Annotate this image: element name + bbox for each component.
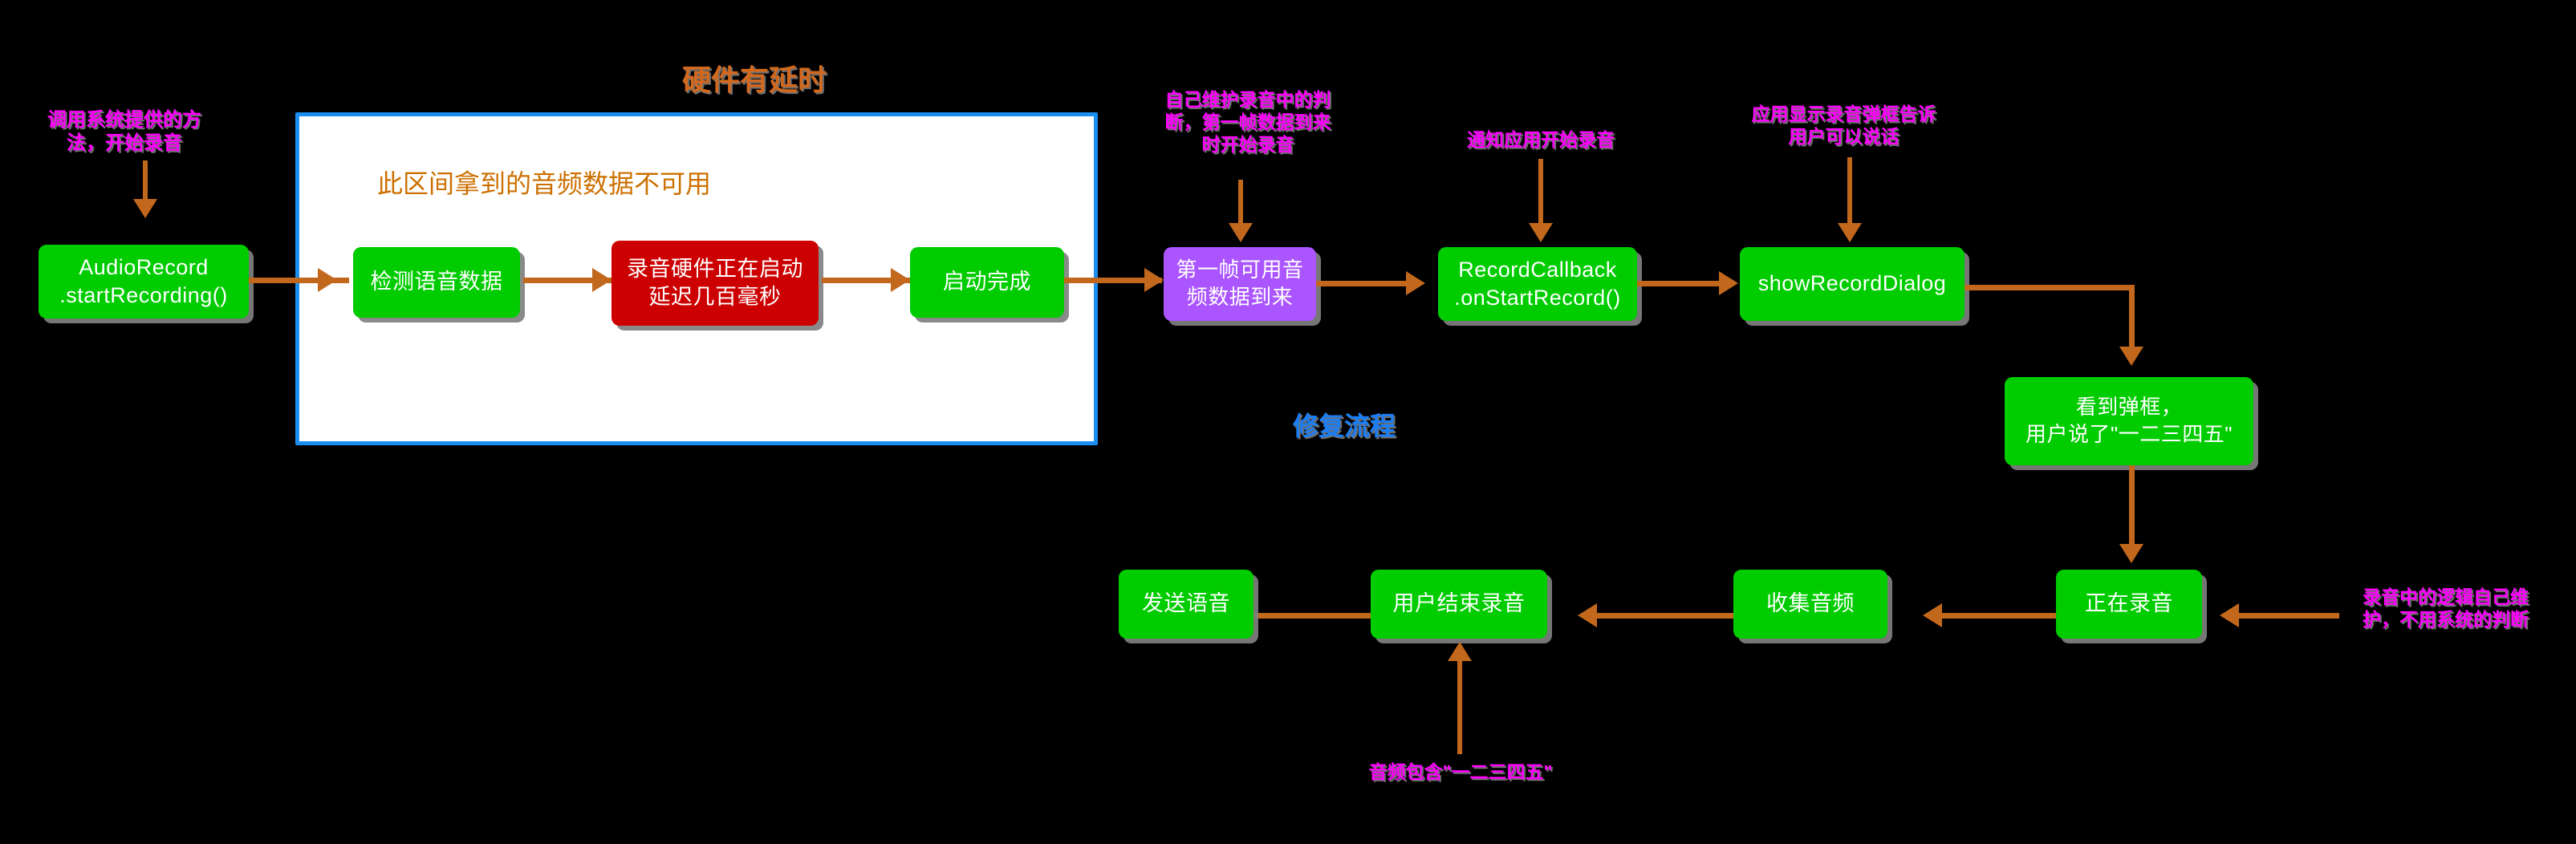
node-saw-dialog[interactable]: 看到弹框， 用户说了"一二三四五" bbox=[2005, 377, 2253, 465]
connector-dialog-elbow-vertical bbox=[2129, 285, 2135, 352]
node-start-done[interactable]: 启动完成 bbox=[910, 247, 1064, 318]
node-hardware-starting[interactable]: 录音硬件正在启动 延迟几百毫秒 bbox=[611, 241, 819, 326]
connector-note-to-recording bbox=[2239, 613, 2339, 619]
connector-note-to-dialog bbox=[1847, 157, 1852, 226]
arrowhead-collect-to-userend bbox=[1578, 603, 1597, 627]
connector-note-to-callback bbox=[1538, 159, 1543, 226]
arrowhead-note-to-callback bbox=[1529, 223, 1553, 242]
annotation-app-show-dialog: 应用显示录音弹框告诉 用户可以说话 bbox=[1751, 103, 1936, 148]
arrowhead-callback-to-dialog bbox=[1719, 271, 1738, 295]
node-hardware-starting-label: 录音硬件正在启动 延迟几百毫秒 bbox=[627, 256, 803, 309]
node-start-done-label: 启动完成 bbox=[943, 270, 1031, 294]
annotation-notify-app-start: 通知应用开始录音 bbox=[1467, 129, 1615, 150]
connector-note-to-audiorecord bbox=[143, 160, 148, 202]
node-user-end-record-label: 用户结束录音 bbox=[1392, 591, 1526, 616]
title-hardware-delay: 硬件有延时 bbox=[681, 63, 827, 96]
connector-dialog-elbow-horizontal bbox=[1965, 285, 2135, 290]
annotation-audio-contains: 音频包含"一二三四五" bbox=[1368, 761, 1553, 782]
node-saw-dialog-label: 看到弹框， 用户说了"一二三四五" bbox=[2025, 395, 2233, 446]
node-first-frame-arrived[interactable]: 第一帧可用音 频数据到来 bbox=[1164, 247, 1316, 321]
annotation-call-system-start: 调用系统提供的方 法，开始录音 bbox=[47, 109, 201, 155]
node-record-callback[interactable]: RecordCallback .onStartRecord() bbox=[1438, 247, 1637, 321]
arrowhead-note-to-recording bbox=[2220, 603, 2239, 627]
node-audio-record-label: AudioRecord .startRecording() bbox=[59, 254, 228, 307]
arrowhead-note-to-dialog bbox=[1838, 223, 1862, 242]
connector-hwstart-to-done bbox=[822, 278, 910, 283]
node-record-callback-label: RecordCallback .onStartRecord() bbox=[1454, 257, 1621, 310]
connector-done-to-firstframe bbox=[1064, 278, 1162, 283]
arrowhead-detect-to-hwstart bbox=[592, 268, 611, 292]
region-caption: 此区间拿到的音频数据不可用 bbox=[377, 169, 712, 198]
connector-firstframe-to-callback bbox=[1316, 281, 1419, 286]
arrowhead-sawdialog-to-recording bbox=[2119, 544, 2143, 563]
node-user-end-record[interactable]: 用户结束录音 bbox=[1371, 570, 1547, 639]
arrowhead-firstframe-to-callback bbox=[1406, 271, 1425, 295]
arrowhead-done-to-firstframe bbox=[1144, 268, 1164, 292]
title-fix-flow: 修复流程 bbox=[1292, 412, 1396, 440]
arrowhead-note-to-firstframe bbox=[1229, 223, 1253, 242]
node-detect-voice-label: 检测语音数据 bbox=[370, 270, 503, 294]
node-collect-audio[interactable]: 收集音频 bbox=[1733, 570, 1887, 639]
arrowhead-hwstart-to-done bbox=[891, 268, 910, 292]
arrowhead-audiorecord-to-detect bbox=[318, 268, 337, 292]
arrowhead-dialog-to-sawdialog bbox=[2119, 347, 2143, 366]
node-send-voice-label: 发送语音 bbox=[1142, 591, 1230, 616]
connector-callback-to-dialog bbox=[1637, 281, 1733, 286]
connector-audiorecord-to-detect bbox=[249, 278, 349, 283]
arrowhead-audiocontains-to-userend bbox=[1448, 642, 1472, 661]
node-detect-voice[interactable]: 检测语音数据 bbox=[353, 247, 520, 318]
node-show-record-dialog[interactable]: showRecordDialog bbox=[1740, 247, 1965, 321]
node-audio-record[interactable]: AudioRecord .startRecording() bbox=[39, 245, 249, 319]
node-collect-audio-label: 收集音频 bbox=[1766, 591, 1855, 616]
node-recording-label: 正在录音 bbox=[2085, 591, 2173, 616]
connector-note-to-firstframe bbox=[1238, 180, 1243, 226]
annotation-self-maintain-first-frame: 自己维护录音中的判 断，第一帧数据到来 时开始录音 bbox=[1164, 89, 1331, 156]
node-show-record-dialog-label: showRecordDialog bbox=[1757, 271, 1947, 296]
connector-userend-to-send bbox=[1244, 613, 1371, 619]
node-first-frame-arrived-label: 第一帧可用音 频数据到来 bbox=[1176, 258, 1304, 309]
connector-collect-to-userend bbox=[1597, 613, 1733, 619]
arrowhead-note-to-audiorecord bbox=[133, 199, 157, 218]
node-send-voice[interactable]: 发送语音 bbox=[1119, 570, 1253, 639]
connector-detect-to-hwstart bbox=[523, 278, 611, 283]
connector-sawdialog-to-recording bbox=[2129, 465, 2135, 554]
arrowhead-recording-to-collect bbox=[1923, 603, 1942, 627]
node-recording[interactable]: 正在录音 bbox=[2056, 570, 2202, 639]
annotation-logic-self-maintained: 录音中的逻辑自己维 护，不用系统的判断 bbox=[2363, 586, 2529, 631]
connector-audiocontains-to-userend bbox=[1457, 658, 1462, 754]
connector-recording-to-collect bbox=[1942, 613, 2056, 619]
